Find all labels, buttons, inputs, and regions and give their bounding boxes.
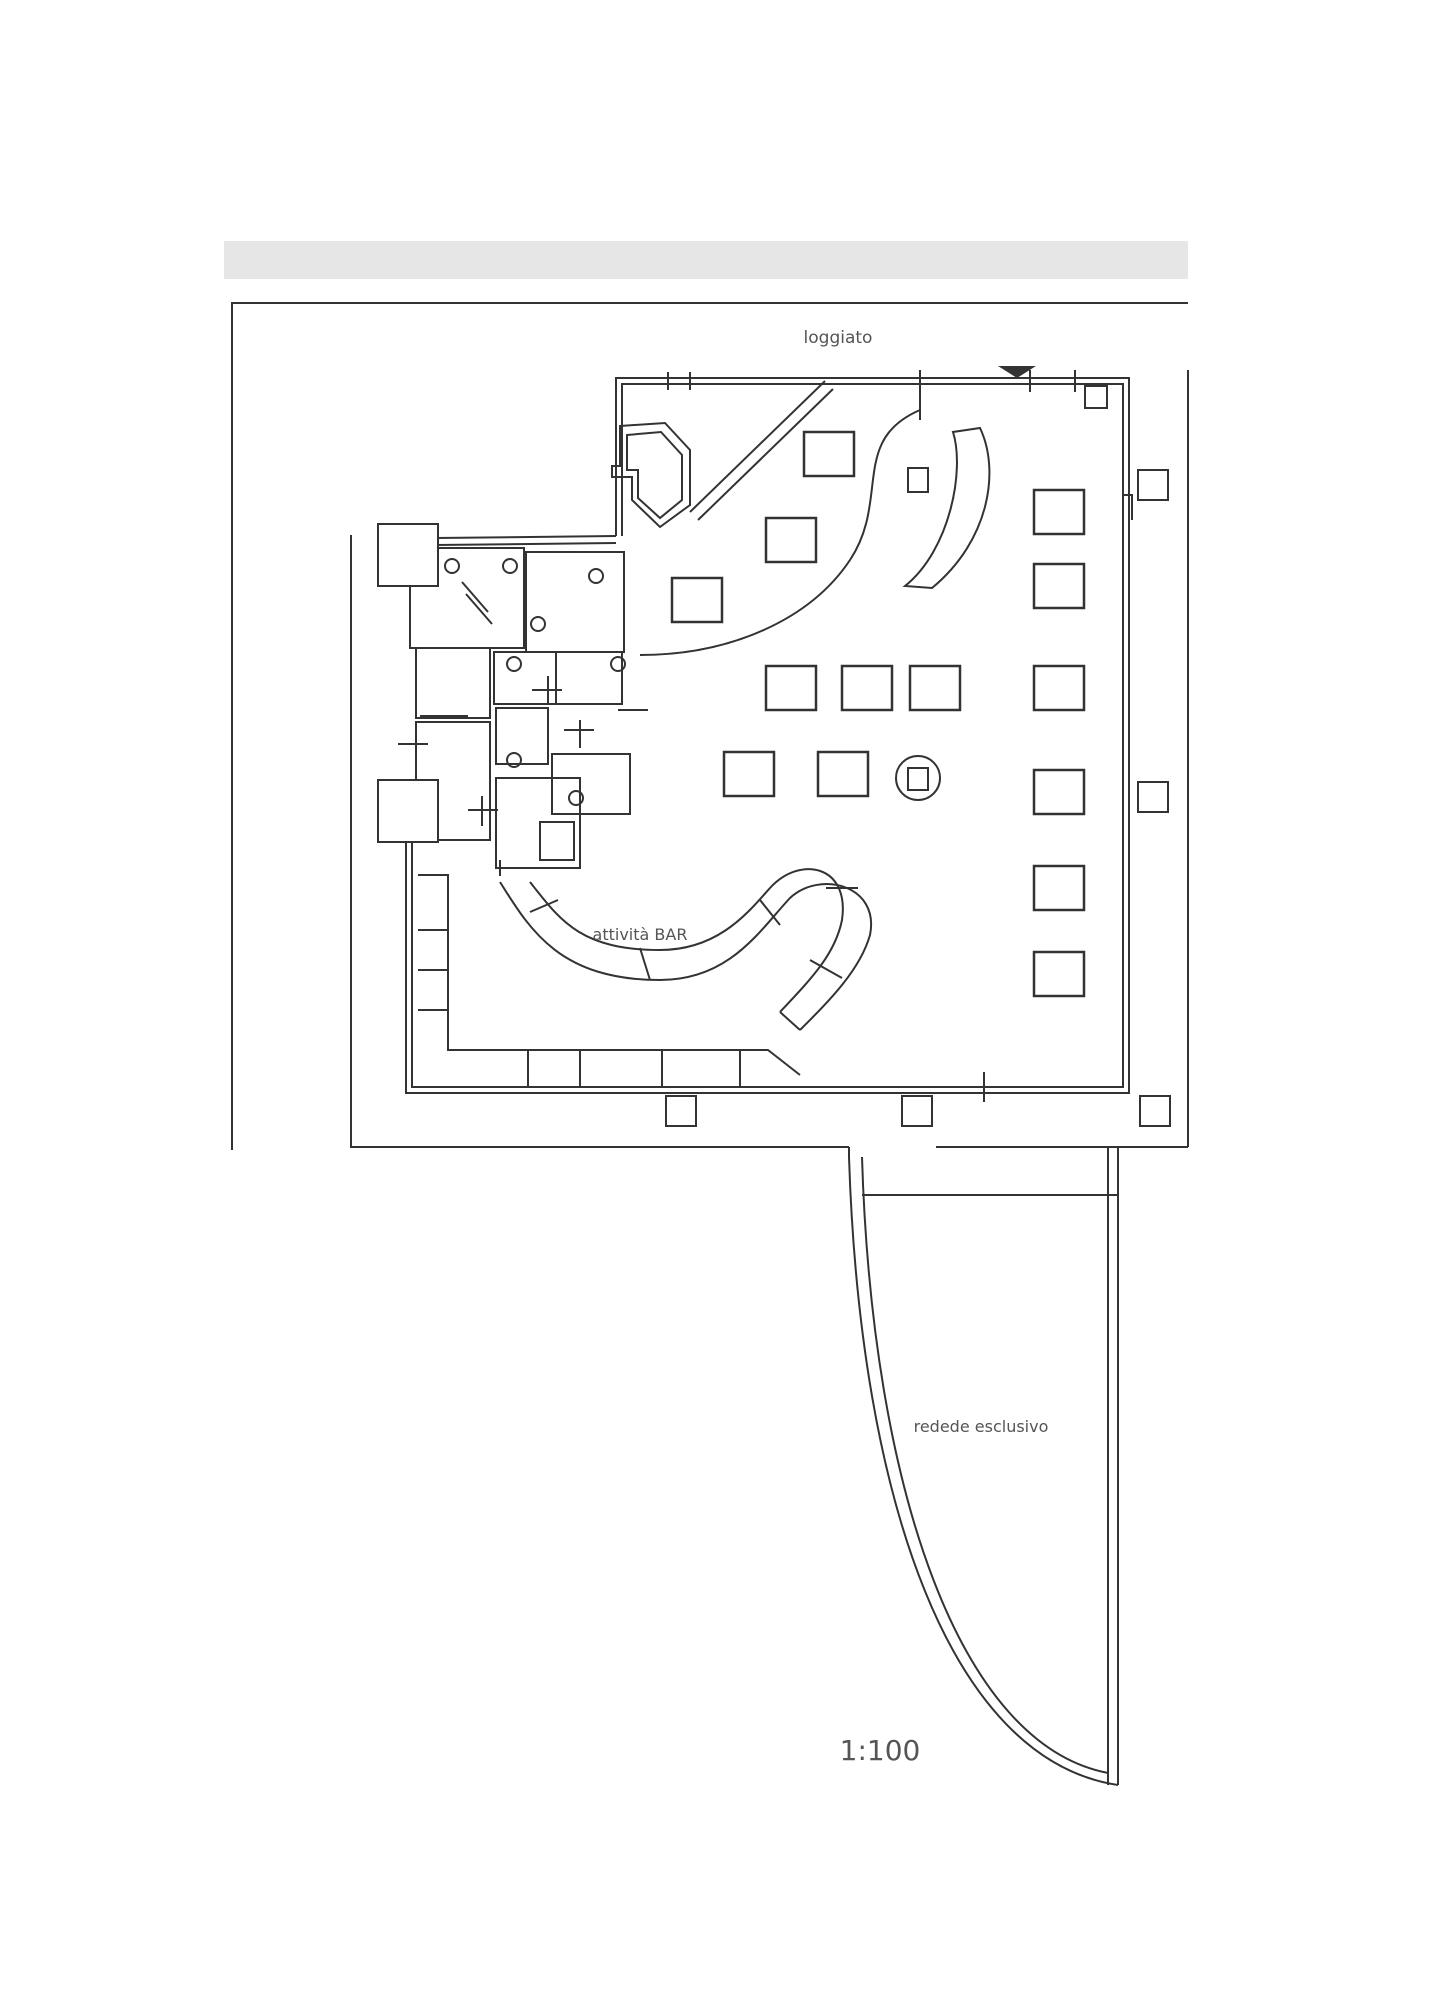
bar-activity-label: attività BAR <box>593 925 688 944</box>
property-boundary <box>231 302 1189 1150</box>
pillars <box>665 385 1171 1127</box>
scale-label: 1:100 <box>840 1734 921 1767</box>
service-block <box>377 523 648 869</box>
west-stair-blocks <box>377 523 439 843</box>
loggiato-label: loggiato <box>804 328 873 348</box>
exclusive-garden-label: redede esclusivo <box>914 1417 1049 1436</box>
tables <box>670 430 1086 998</box>
hall-curves <box>639 409 991 656</box>
north-marker-icon <box>998 366 1036 378</box>
bar-counter <box>499 868 873 1031</box>
perimeter-bench <box>418 874 801 1087</box>
header-band <box>224 241 1188 279</box>
door-marks <box>499 370 1133 1102</box>
exclusive-garden <box>848 1146 1119 1786</box>
building-walls <box>405 377 1130 1094</box>
north-stair-block <box>611 380 834 529</box>
